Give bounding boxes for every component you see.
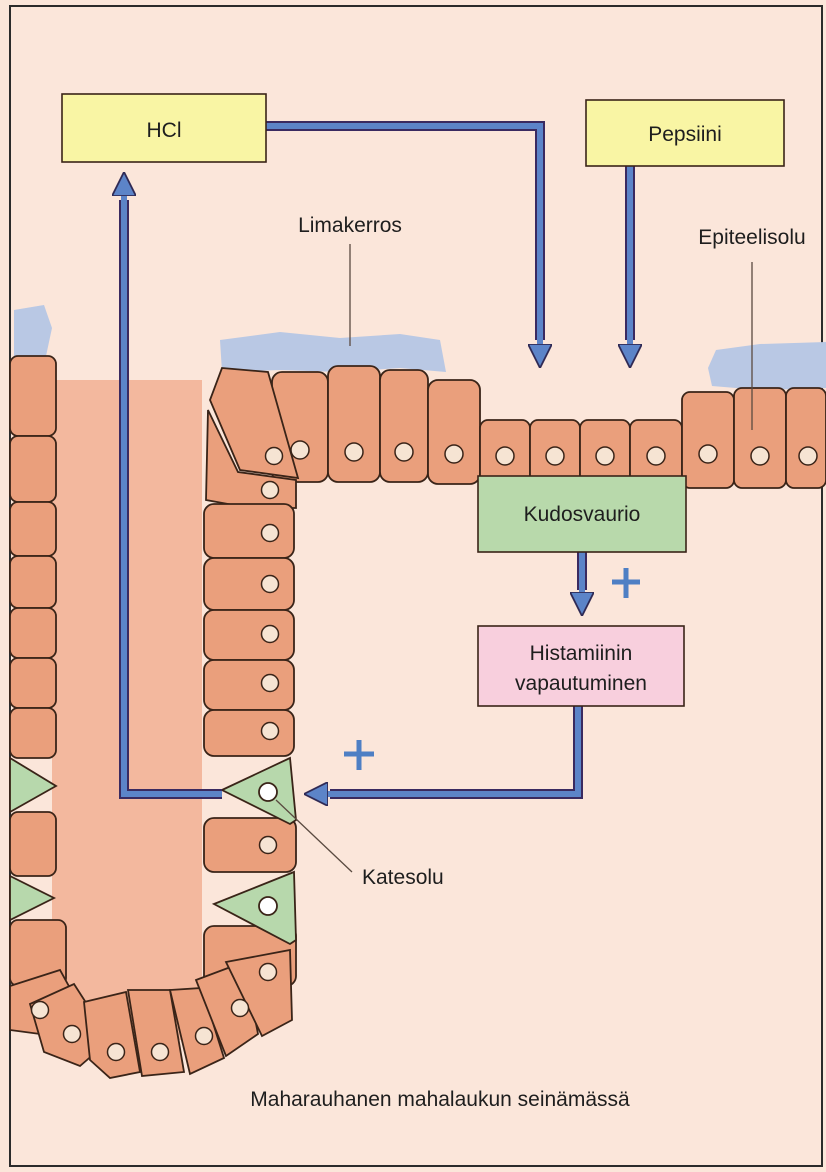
histamine-label-line2: vapautuminen — [515, 672, 647, 695]
pepsin-box: Pepsiini — [586, 100, 784, 166]
caption: Maharauhanen mahalaukun seinämässä — [250, 1088, 630, 1111]
epithelial-label: Epiteelisolu — [698, 226, 805, 249]
parietal-label: Katesolu — [362, 866, 444, 889]
pepsin-label: Pepsiini — [648, 123, 722, 146]
damage-label: Kudosvaurio — [524, 503, 641, 526]
histamine-box: Histamiinin vapautuminen — [478, 626, 684, 706]
damage-box: Kudosvaurio — [478, 476, 686, 552]
histamine-label-line1: Histamiinin — [530, 642, 633, 665]
mucus-label: Limakerros — [298, 214, 402, 237]
hcl-label: HCl — [147, 119, 182, 142]
hcl-box: HCl — [62, 94, 266, 162]
